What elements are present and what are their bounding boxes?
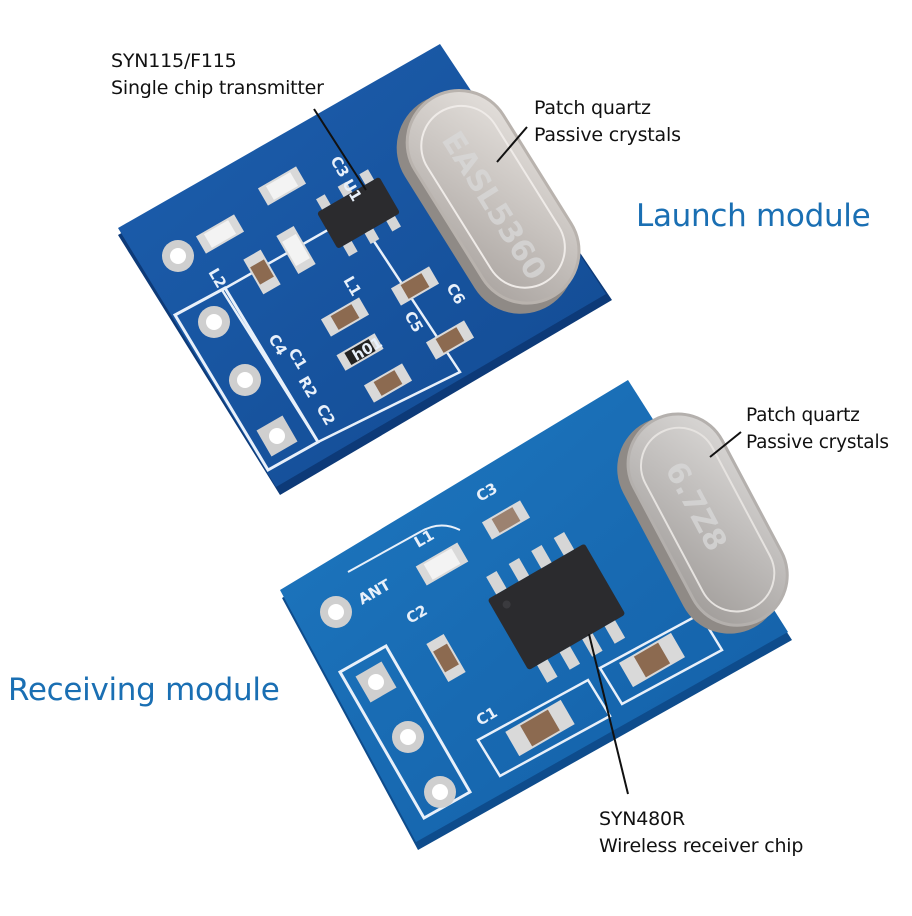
cap-c4 — [619, 632, 685, 688]
receiver-board: C3 L1 ANT C2 C1 6.7Z8 — [280, 380, 792, 850]
silk-outline — [220, 212, 462, 444]
antenna-trace — [347, 524, 461, 573]
annotation-line-1: SYN115/F115 — [111, 50, 237, 72]
pad-hole — [269, 428, 285, 444]
launch-module-title: Launch module — [636, 198, 871, 234]
inductor-l1 — [415, 542, 469, 586]
pad-hole — [237, 372, 253, 388]
receiver-crystal: 6.7Z8 — [617, 412, 789, 634]
pad-hole — [206, 314, 222, 330]
leader-receiver-chip — [588, 633, 629, 795]
leader-transmitter-crystal — [496, 126, 528, 163]
pad-hole — [400, 729, 416, 745]
annotation-line-1: Patch quartz — [534, 97, 651, 119]
resistor-r2 — [336, 333, 384, 371]
annotation-line-2: Passive crystals — [746, 432, 889, 453]
transmitter-chip — [316, 169, 401, 257]
cap-c2 — [363, 363, 413, 403]
annotation-line-2: Passive crystals — [534, 124, 681, 146]
pad-hole — [368, 674, 384, 690]
annotation-line-2: Wireless receiver chip — [599, 835, 804, 857]
cap-c1 — [505, 699, 575, 757]
pad-hole — [432, 784, 448, 800]
inductor-l1 — [276, 225, 316, 275]
cap-c5 — [390, 266, 440, 306]
cap-c1 — [320, 297, 370, 337]
pin-pads — [320, 596, 456, 808]
annotation-line-1: SYN480R — [599, 808, 685, 830]
inductor-top — [257, 166, 307, 206]
silk-outline-c4 — [598, 612, 724, 706]
pad-hole — [170, 248, 186, 264]
pin-pads — [162, 240, 298, 457]
smd-components — [415, 500, 685, 757]
receiving-module-title: Receiving module — [8, 672, 280, 708]
cap-c2 — [426, 633, 466, 683]
leader-receiver-crystal — [709, 431, 742, 458]
transmitter-board: h01 C3 U1 L2 L1 C4 C1 R2 C2 C5 C6 EASL53… — [118, 44, 612, 495]
annotation-receiver-chip: SYN480R Wireless receiver chip — [599, 806, 803, 860]
pad-hole — [328, 604, 344, 620]
annotation-transmitter-chip: SYN115/F115 Single chip transmitter — [111, 48, 324, 102]
smd-components: h01 — [195, 166, 475, 403]
annotation-line-1: Patch quartz — [746, 405, 860, 426]
receiver-chip — [486, 532, 626, 683]
cap-c3 — [481, 500, 531, 540]
annotation-transmitter-crystal: Patch quartz Passive crystals — [534, 95, 681, 149]
header-outline — [337, 643, 473, 821]
cap-c6 — [425, 320, 475, 360]
inductor-l2 — [195, 214, 245, 254]
cap-c4 — [243, 249, 281, 295]
annotation-receiver-crystal: Patch quartz Passive crystals — [746, 402, 889, 456]
annotation-line-2: Single chip transmitter — [111, 77, 324, 99]
leader-transmitter-chip — [313, 108, 367, 191]
